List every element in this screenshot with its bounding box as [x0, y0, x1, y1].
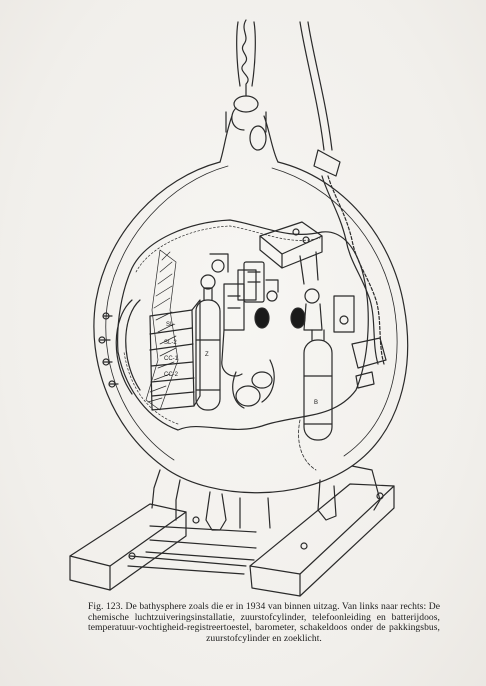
- tank-label-right: B: [314, 400, 318, 406]
- sphere-outline: [93, 161, 409, 494]
- temperature-humidity-recorder: [243, 261, 279, 303]
- porthole-ring: [98, 299, 141, 395]
- barometer-switchbox: [303, 288, 355, 333]
- lifting-hook: [225, 19, 267, 151]
- oxygen-cylinder-left: [195, 274, 221, 411]
- sphere-wall-section: [145, 249, 179, 411]
- oxygen-cylinder-right: [303, 329, 333, 441]
- cutaway-opening: [117, 219, 369, 431]
- bathysphere-illustration: SL- SL-2 CC-1 CC-2 Z B: [69, 19, 409, 597]
- telephone-headset: [232, 359, 275, 409]
- window-porthole-1: [254, 307, 270, 329]
- window-porthole-2: [290, 307, 306, 329]
- tray-label-4: CC-2: [164, 372, 179, 378]
- base-frame: [69, 483, 395, 597]
- tray-label-1: SL-: [166, 322, 175, 328]
- searchlight: [351, 337, 387, 389]
- sphere-neck: [219, 115, 279, 163]
- caption-text: De bathysphere zoals die er in 1934 van …: [88, 601, 441, 644]
- figure-caption: Fig. 123. De bathysphere zoals die er in…: [88, 601, 441, 644]
- figure-number: Fig. 123.: [88, 601, 123, 612]
- packing-gland-box: [259, 221, 323, 285]
- tray-label-2: SL-2: [164, 340, 177, 346]
- tray-label-3: CC-1: [164, 356, 179, 362]
- chemical-trays: [149, 299, 201, 411]
- tank-label-left: Z: [205, 352, 209, 358]
- telephone-battery-box: [209, 253, 257, 377]
- telephone-cable: [299, 21, 333, 151]
